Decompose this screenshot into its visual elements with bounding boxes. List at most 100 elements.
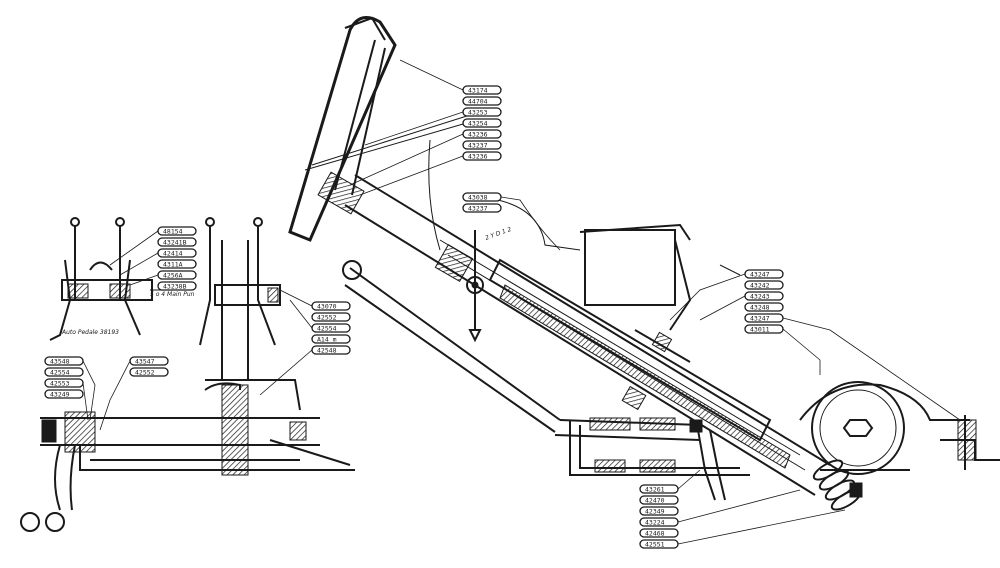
svg-text:43248: 43248 xyxy=(750,304,770,312)
svg-text:42554: 42554 xyxy=(50,369,70,377)
svg-text:43249: 43249 xyxy=(50,391,70,399)
floor-frame xyxy=(569,420,750,476)
svg-text:4311A: 4311A xyxy=(163,261,183,269)
wheel-spoke xyxy=(334,39,376,191)
column-shaft-section xyxy=(499,284,791,469)
callout-label: 43254 xyxy=(462,118,502,128)
leader-lines xyxy=(82,59,961,545)
svg-text:43548: 43548 xyxy=(50,358,70,366)
svg-text:43261: 43261 xyxy=(645,486,665,494)
callout-label: 48154 xyxy=(157,226,197,236)
callout-label: 42552 xyxy=(311,312,351,322)
bearing-block xyxy=(221,384,249,476)
pedal-pad xyxy=(20,512,40,532)
svg-text:4256A: 4256A xyxy=(163,272,183,280)
svg-text:42349: 42349 xyxy=(645,508,665,516)
callout-label: 43249 xyxy=(44,389,84,399)
svg-text:43070: 43070 xyxy=(317,303,337,311)
callout-label: 43238B xyxy=(157,281,197,291)
svg-text:A14 m: A14 m xyxy=(317,336,337,344)
svg-text:43236: 43236 xyxy=(468,153,488,161)
callout-label: 43247 xyxy=(744,313,784,323)
pedal-bracket-center-left xyxy=(199,217,301,476)
column-tube-upper xyxy=(354,174,831,466)
oil-reservoir xyxy=(584,229,676,306)
callout-label: 43547 xyxy=(129,356,169,366)
pedal-lever xyxy=(349,267,561,421)
svg-text:43253: 43253 xyxy=(468,109,488,117)
svg-text:43224: 43224 xyxy=(645,519,665,527)
callout-group-top: 43174 44704 43253 43254 43236 43237 4323… xyxy=(462,85,502,161)
svg-text:42552: 42552 xyxy=(135,369,155,377)
pedal-pad xyxy=(45,512,65,532)
callout-group-left: 48154 43241B 42414 4311A 4256A 43238B xyxy=(157,226,197,291)
callout-label: 43038 xyxy=(462,192,502,202)
callout-label: 43248 xyxy=(744,302,784,312)
svg-text:42414: 42414 xyxy=(163,250,183,258)
steering-box-wheel xyxy=(811,381,905,475)
callout-label: 42554 xyxy=(311,323,351,333)
callout-label: 42414 xyxy=(157,248,197,258)
svg-text:43254: 43254 xyxy=(468,120,488,128)
svg-text:42552: 42552 xyxy=(317,314,337,322)
column-spring xyxy=(812,459,863,511)
wheel-hub xyxy=(317,171,365,215)
svg-text:42551: 42551 xyxy=(645,541,665,549)
callout-label: 4256A xyxy=(157,270,197,280)
callout-label: A14 m xyxy=(311,334,351,344)
callout-label: 42349 xyxy=(639,506,679,516)
svg-text:43247: 43247 xyxy=(750,315,770,323)
svg-text:43241B: 43241B xyxy=(163,239,187,247)
svg-text:43237: 43237 xyxy=(468,205,488,213)
callout-label: 43247 xyxy=(744,269,784,279)
svg-text:42470: 42470 xyxy=(645,497,665,505)
callout-label: 42470 xyxy=(639,495,679,505)
svg-text:43242: 43242 xyxy=(750,282,770,290)
callout-label: 43236 xyxy=(462,151,502,161)
svg-text:43011: 43011 xyxy=(750,326,770,334)
svg-text:42548: 42548 xyxy=(317,347,337,355)
callout-label: 43242 xyxy=(744,280,784,290)
svg-text:43237: 43237 xyxy=(468,142,488,150)
callout-label: 42553 xyxy=(44,378,84,388)
callout-label: 42548 xyxy=(311,345,351,355)
callout-label: 43261 xyxy=(639,484,679,494)
svg-text:43174: 43174 xyxy=(468,87,488,95)
svg-text:44704: 44704 xyxy=(468,98,488,106)
center-note: 2 Y D 1 2 xyxy=(484,226,512,242)
pedal-assembly-left: Auto Pedale 38193 5 o 4 Main Pun xyxy=(49,217,195,341)
bolt-note: 5 o 4 Main Pun xyxy=(150,291,195,298)
svg-text:43238B: 43238B xyxy=(163,283,187,291)
callout-group-center: 43038 43237 xyxy=(462,192,502,213)
callout-label: 4311A xyxy=(157,259,197,269)
svg-text:43247: 43247 xyxy=(750,271,770,279)
callout-label: 43243 xyxy=(744,291,784,301)
callout-label: 43174 xyxy=(462,85,502,95)
wheel-spoke xyxy=(351,47,386,196)
callout-label: 43253 xyxy=(462,107,502,117)
callout-label: 43237 xyxy=(462,140,502,150)
svg-text:42554: 42554 xyxy=(317,325,337,333)
callout-label: 42554 xyxy=(44,367,84,377)
svg-text:48154: 48154 xyxy=(163,228,183,236)
callout-label: 42468 xyxy=(639,528,679,538)
svg-text:42553: 42553 xyxy=(50,380,70,388)
svg-text:42468: 42468 xyxy=(645,530,665,538)
callout-label: 42552 xyxy=(129,367,169,377)
callout-group-bottom-left: 43548 42554 42553 43249 xyxy=(44,356,84,399)
callout-group-bottom: 43261 42470 42349 43224 42468 42551 xyxy=(639,484,679,549)
callout-label: 43241B xyxy=(157,237,197,247)
callout-label: 43070 xyxy=(311,301,351,311)
callout-group-bottom-left-2: 43547 42552 xyxy=(129,356,169,377)
callout-label: 43224 xyxy=(639,517,679,527)
pedal-shaft-section xyxy=(20,382,355,532)
svg-text:43236: 43236 xyxy=(468,131,488,139)
column-tube-lower xyxy=(344,204,816,496)
callout-label: 44704 xyxy=(462,96,502,106)
pedal-link xyxy=(697,429,716,501)
callout-label: 43011 xyxy=(744,324,784,334)
callout-label: 43548 xyxy=(44,356,84,366)
svg-text:43038: 43038 xyxy=(468,194,488,202)
